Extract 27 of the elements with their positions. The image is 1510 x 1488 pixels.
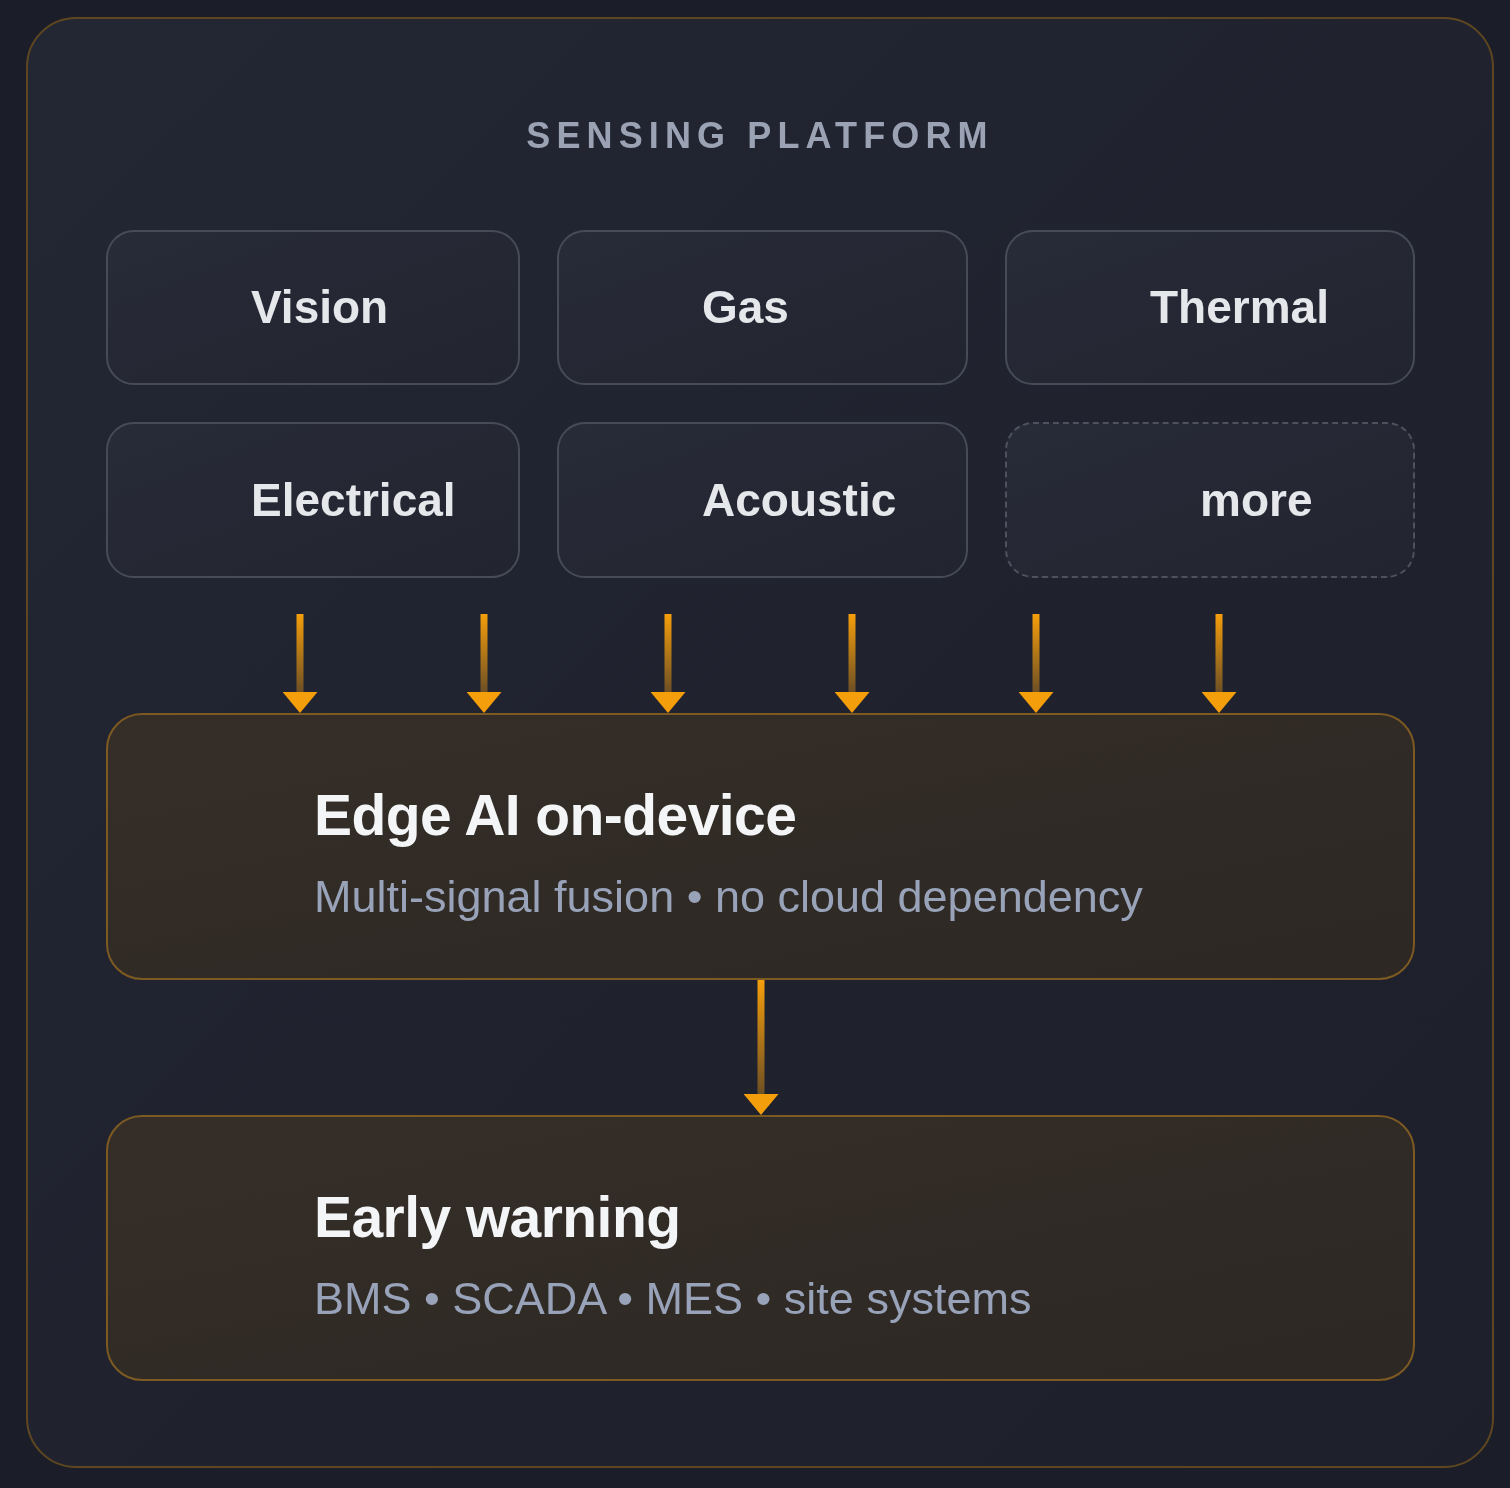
- stage-card: [106, 1115, 1415, 1381]
- arrow: [743, 980, 779, 1115]
- sensor-label: Acoustic: [702, 473, 897, 527]
- sensor-card: [106, 230, 520, 385]
- arrow: [834, 614, 870, 713]
- stage-subtitle: BMS • SCADA • MES • site systems: [314, 1272, 1032, 1327]
- arrow: [1201, 614, 1237, 713]
- sensor-card: [1005, 422, 1415, 578]
- stage-title: Early warning: [314, 1184, 681, 1251]
- sensor-card: [106, 422, 520, 578]
- sensor-card: [557, 230, 968, 385]
- sensor-label: Electrical: [251, 473, 456, 527]
- arrow: [650, 614, 686, 713]
- sensor-label: Thermal: [1150, 281, 1329, 334]
- sensor-card: [557, 422, 968, 578]
- sensor-label: more: [1200, 473, 1313, 527]
- stage-card: [106, 713, 1415, 980]
- stage-subtitle: Multi-signal fusion • no cloud dependency: [314, 870, 1143, 925]
- sensor-card: [1005, 230, 1415, 385]
- platform-panel: [26, 17, 1494, 1468]
- arrow: [1018, 614, 1054, 713]
- arrow: [466, 614, 502, 713]
- stage-title: Edge AI on-device: [314, 782, 797, 849]
- panel-title: SENSING PLATFORM: [526, 114, 994, 158]
- sensor-label: Vision: [251, 281, 389, 334]
- sensor-label: Gas: [702, 281, 789, 334]
- arrow: [282, 614, 318, 713]
